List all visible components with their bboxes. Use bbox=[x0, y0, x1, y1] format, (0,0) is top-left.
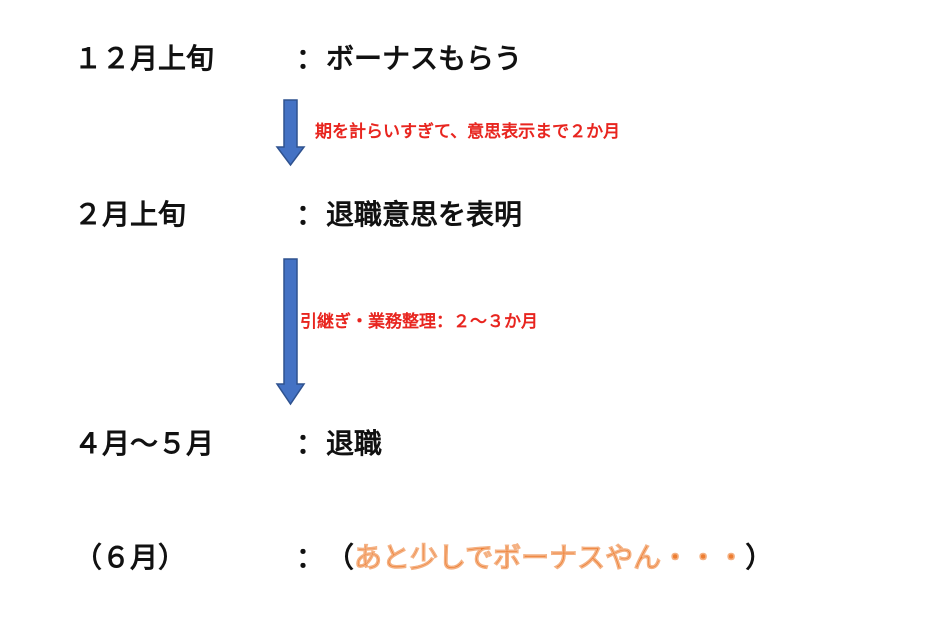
down-arrow-1-shape bbox=[275, 99, 306, 167]
down-arrow-2 bbox=[275, 258, 306, 406]
row-1-colon: ： bbox=[296, 42, 325, 75]
note-1: 期を計らいすぎて、意思表示まで２か月 bbox=[315, 122, 621, 142]
row-3-event: 退職 bbox=[326, 427, 383, 460]
down-arrow-1 bbox=[275, 99, 306, 167]
row-3-colon: ： bbox=[296, 427, 325, 460]
row-4-date: （６月） bbox=[74, 541, 187, 574]
row-2-event: 退職意思を表明 bbox=[326, 198, 523, 231]
row-2-colon: ： bbox=[296, 198, 325, 231]
row-4-event: （あと少しでボーナスやん・・・） bbox=[326, 541, 774, 574]
note-2: 引継ぎ・業務整理：２～３か月 bbox=[300, 312, 538, 332]
row-4-event-open-paren: （ bbox=[326, 541, 355, 574]
row-1-event: ボーナスもらう bbox=[326, 42, 523, 75]
row-4-colon: ： bbox=[296, 541, 325, 574]
row-4-event-emphasis: あと少しでボーナスやん・・・ bbox=[354, 541, 746, 574]
row-1-date: １２月上旬 bbox=[74, 42, 215, 75]
down-arrow-2-shape bbox=[275, 258, 306, 406]
row-3-date: ４月～５月 bbox=[74, 427, 215, 460]
row-2-date: ２月上旬 bbox=[74, 198, 187, 231]
row-4-event-close-paren: ） bbox=[745, 541, 774, 574]
